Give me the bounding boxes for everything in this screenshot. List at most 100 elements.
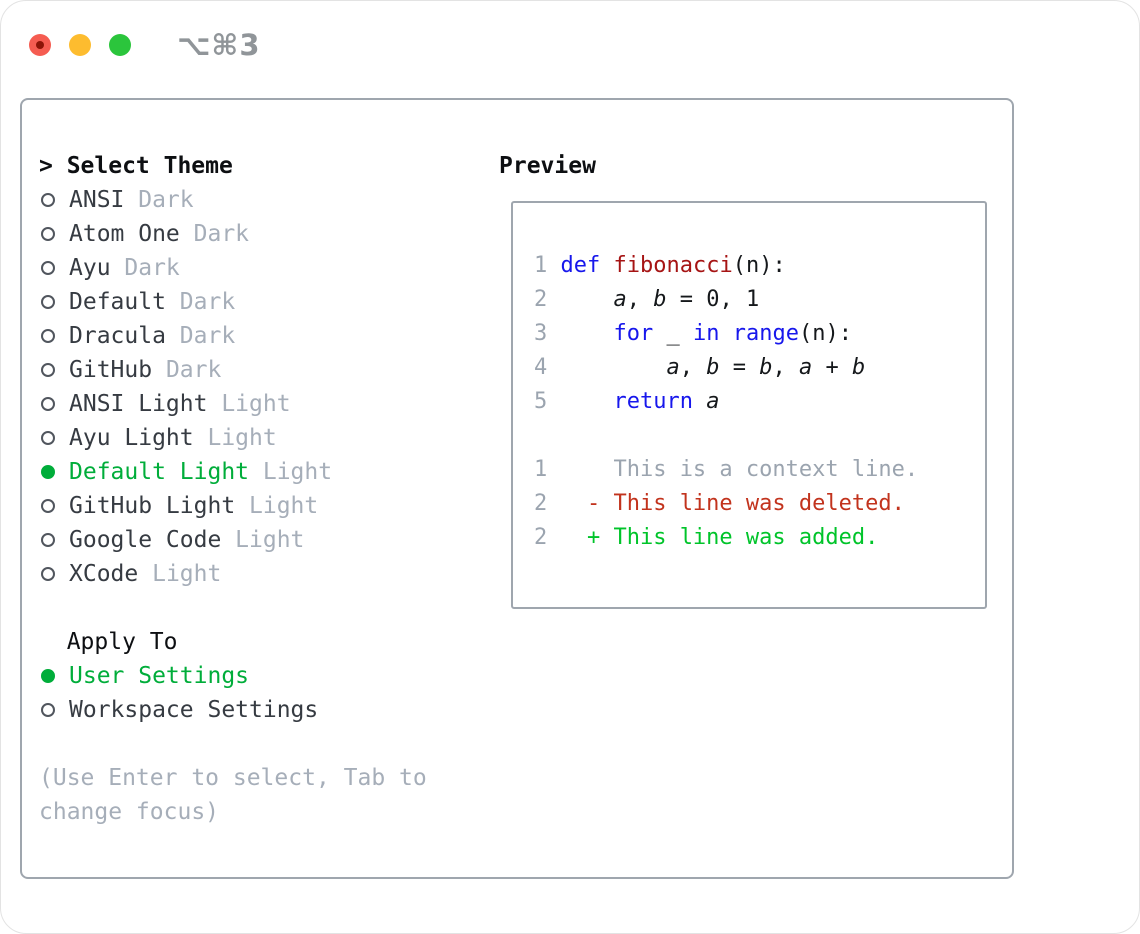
theme-option-github[interactable]: GitHub Dark xyxy=(39,353,427,387)
option-variant: Light xyxy=(249,493,319,519)
option-label: Ayu Light xyxy=(69,425,194,451)
code-token-kw: for xyxy=(613,321,654,346)
option-variant: Dark xyxy=(138,187,194,213)
option-variant: Light xyxy=(235,527,305,553)
apply-to-heading: Apply To xyxy=(66,629,178,655)
code-token-kw: return xyxy=(613,389,693,414)
code-token-pl xyxy=(560,321,613,346)
option-label: GitHub xyxy=(69,357,153,383)
option-variant: Light xyxy=(152,561,222,587)
keyboard-hint-line: change focus) xyxy=(39,799,220,825)
option-label: ANSI Light xyxy=(69,391,208,417)
line-number: 2 xyxy=(534,525,548,550)
line-number: 1 xyxy=(534,457,548,482)
code-token-pl: (n): xyxy=(732,253,786,278)
select-theme-heading: > Select Theme xyxy=(39,149,427,183)
code-line: 3 for _ in range(n): xyxy=(534,317,985,351)
keyboard-hint-line: (Use Enter to select, Tab to xyxy=(39,765,427,791)
option-label: XCode xyxy=(69,561,139,587)
code-token-var: a xyxy=(706,389,720,414)
code-token-pl xyxy=(719,321,732,346)
line-number: 5 xyxy=(534,389,548,414)
code-token-kw: def xyxy=(560,253,601,278)
radio-icon xyxy=(41,295,55,309)
radio-icon xyxy=(41,261,55,275)
option-label: Atom One xyxy=(69,221,180,247)
window-shortcut-label: ⌥⌘3 xyxy=(177,28,261,62)
code-line: 2 a, b = 0, 1 xyxy=(534,283,985,317)
code-line: 5 return a xyxy=(534,385,985,419)
option-label: Dracula xyxy=(69,323,166,349)
diff-preview: 1 This is a context line. 2 - This line w… xyxy=(534,453,985,555)
code-token-pl: = xyxy=(719,355,760,380)
option-label: ANSI xyxy=(69,187,125,213)
theme-option-ansi[interactable]: ANSI Dark xyxy=(39,183,427,217)
select-theme-title: Select Theme xyxy=(66,153,233,179)
option-variant: Light xyxy=(207,425,277,451)
cursor-prefix: > xyxy=(39,153,53,179)
theme-option-xcode[interactable]: XCode Light xyxy=(39,557,427,591)
preview-title: Preview xyxy=(499,153,596,179)
option-variant: Dark xyxy=(124,255,180,281)
code-token-pl: + xyxy=(812,355,852,380)
radio-icon xyxy=(41,499,55,513)
code-token-kw: in xyxy=(692,321,720,346)
code-token-pl: , xyxy=(626,287,654,312)
spacer xyxy=(534,419,985,453)
code-token-pl: , xyxy=(772,355,799,380)
theme-option-ayu[interactable]: Ayu Dark xyxy=(39,251,427,285)
code-token-pl: _ xyxy=(653,321,693,346)
option-variant: Light xyxy=(262,459,333,485)
option-label: Workspace Settings xyxy=(69,697,319,723)
code-token-var: a xyxy=(613,287,627,312)
radio-selected-icon xyxy=(41,669,55,683)
spacer xyxy=(39,591,427,625)
diff-line-added: 2 + This line was added. xyxy=(534,521,985,555)
diff-text: - This line was deleted. xyxy=(560,491,905,516)
option-label: GitHub Light xyxy=(69,493,236,519)
close-icon[interactable] xyxy=(29,34,51,56)
diff-line-context: 1 This is a context line. xyxy=(534,453,985,487)
theme-option-github-light[interactable]: GitHub Light Light xyxy=(39,489,427,523)
code-token-var: b xyxy=(759,355,773,380)
option-label: User Settings xyxy=(69,663,250,689)
diff-text: This is a context line. xyxy=(560,457,919,482)
option-variant: Dark xyxy=(165,357,222,383)
minimize-icon[interactable] xyxy=(69,34,91,56)
line-number: 3 xyxy=(534,321,548,346)
code-token-var: b xyxy=(706,355,720,380)
option-variant: Dark xyxy=(179,289,236,315)
radio-icon xyxy=(41,397,55,411)
radio-icon xyxy=(41,363,55,377)
theme-option-ayu-light[interactable]: Ayu Light Light xyxy=(39,421,427,455)
diff-text: + This line was added. xyxy=(560,525,879,550)
line-number: 2 xyxy=(534,287,548,312)
keyboard-hint: (Use Enter to select, Tab to change focus… xyxy=(39,761,427,829)
code-token-pl xyxy=(560,355,666,380)
code-token-pl: = 0, 1 xyxy=(666,287,760,312)
apply-option-user-settings[interactable]: User Settings xyxy=(39,659,427,693)
option-label: Google Code xyxy=(69,527,222,553)
code-token-fn: fibonacci xyxy=(613,253,733,278)
radio-selected-icon xyxy=(41,465,55,479)
titlebar: ⌥⌘3 xyxy=(29,28,261,62)
code-token-pl xyxy=(600,253,613,278)
zoom-icon[interactable] xyxy=(109,34,131,56)
code-token-var: a xyxy=(798,355,813,380)
option-label: Ayu xyxy=(69,255,111,281)
radio-icon xyxy=(41,431,55,445)
radio-icon xyxy=(41,567,55,581)
apply-option-workspace-settings[interactable]: Workspace Settings xyxy=(39,693,427,727)
code-token-kw: range xyxy=(732,321,799,346)
code-token-var: b xyxy=(851,355,866,380)
theme-option-google-code[interactable]: Google Code Light xyxy=(39,523,427,557)
